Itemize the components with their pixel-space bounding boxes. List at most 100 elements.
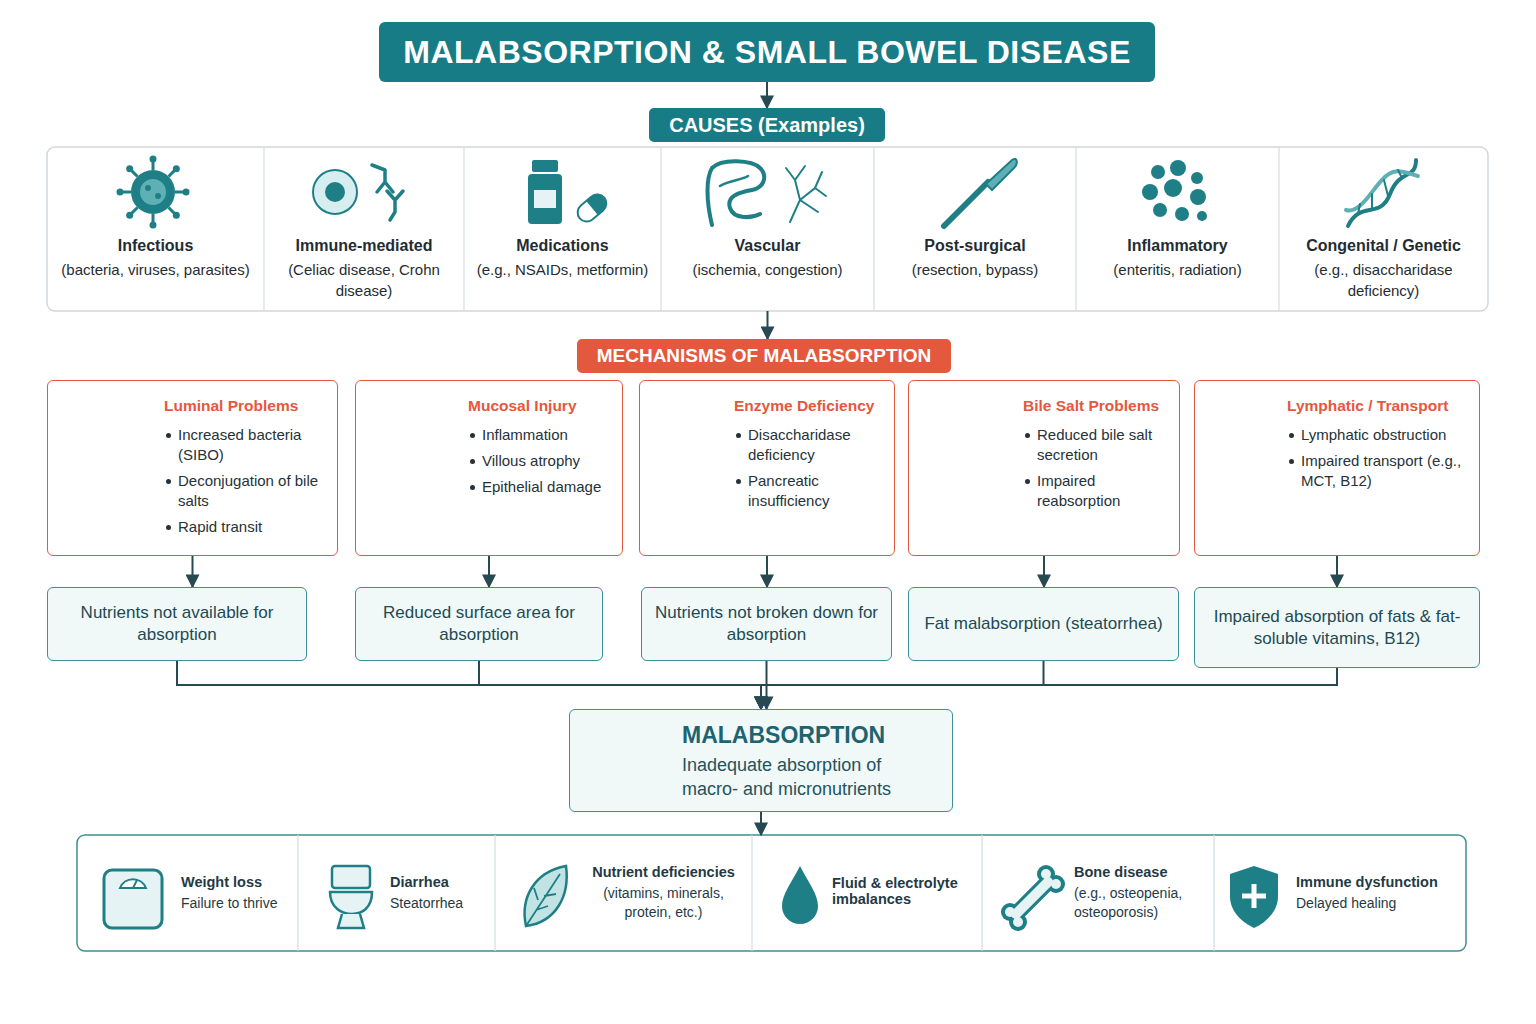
- node-heading: Luminal Problems: [164, 397, 329, 415]
- node-heading: Impaired absorption of fats & fat-solubl…: [1205, 606, 1469, 650]
- node-body-text: Increased bacteria (SIBO): [164, 425, 329, 465]
- connector-arrow: [488, 556, 490, 587]
- node-heading: Post-surgical: [882, 237, 1068, 255]
- inflammation-dots-icon: [1142, 160, 1207, 221]
- inflammation-dots-icon-part: [1175, 207, 1189, 221]
- consequence-cell: Immune dysfunctionDelayed healing: [1214, 835, 1466, 951]
- node-body-text: Impaired reabsorption: [1023, 471, 1171, 511]
- bone-icon-part: [1051, 879, 1061, 889]
- inflammation-dots-icon-part: [1164, 179, 1182, 197]
- node-body-text: (vitamins, minerals, protein, etc.): [581, 884, 746, 922]
- medication-icon-part: [534, 190, 556, 208]
- node-heading: Inflammatory: [1084, 237, 1271, 255]
- vascular-intestine-icon-part: [720, 176, 748, 186]
- dna-icon-part-part: [1371, 194, 1373, 208]
- node-heading: Nutrients not available for absorption: [58, 602, 296, 646]
- leaf-icon-part: [525, 866, 567, 926]
- cause-cell: Inflammatory (enteritis, radiation): [1076, 147, 1279, 311]
- node-heading: Immune-mediated: [272, 237, 456, 255]
- scale-icon: [104, 870, 162, 928]
- consequences-panel-part-part: [981, 835, 982, 951]
- outcome-box: Reduced surface area for absorption: [355, 587, 603, 661]
- causes-panel-part-part: [463, 147, 464, 311]
- virus-icon-part: [126, 165, 133, 172]
- node-heading: Weight loss: [181, 874, 292, 890]
- dna-icon-part-part: [1358, 204, 1360, 214]
- node-body-text: (e.g., disaccharidase deficiency): [1287, 259, 1480, 301]
- node-heading: Fat malabsorption (steatorrhea): [919, 613, 1168, 635]
- cause-cell: Infectious(bacteria, viruses, parasites): [47, 147, 264, 311]
- shield-icon: [1230, 866, 1278, 928]
- cause-cell: Medications(e.g., NSAIDs, metformin): [464, 147, 661, 311]
- bone-icon-part: [1041, 869, 1051, 879]
- inflammation-dots-icon-part: [1142, 184, 1158, 200]
- bone-icon-part: [1013, 917, 1023, 927]
- node-body-text: Failure to thrive: [181, 894, 292, 913]
- bone-icon-part: [1016, 882, 1048, 914]
- scale-icon-part: [133, 880, 137, 888]
- consequence-cell: Weight lossFailure to thrive: [77, 835, 298, 951]
- consequences-panel-part-part: [297, 835, 298, 951]
- node-body-text: Epithelial damage: [468, 477, 614, 497]
- dna-icon: [1346, 160, 1418, 226]
- toilet-icon-part: [330, 892, 372, 914]
- scalpel-icon-part: [944, 182, 988, 226]
- consequence-cell: Fluid & electrolyte imbalances: [752, 835, 982, 951]
- mechanism-box: Bile Salt ProblemsReduced bile salt secr…: [908, 380, 1180, 556]
- consequences-panel-part-part: [494, 835, 495, 951]
- virus-icon-part: [150, 222, 157, 229]
- scalpel-icon-part: [986, 159, 1017, 190]
- outcome-box: Fat malabsorption (steatorrhea): [908, 587, 1179, 661]
- medication-icon-part: [574, 191, 610, 225]
- node-heading: Nutrient deficiencies: [581, 864, 746, 880]
- connector-arrow: [1336, 556, 1338, 587]
- node-body-text: Lymphatic obstruction: [1287, 425, 1471, 445]
- mechanism-box: Luminal ProblemsIncreased bacteria (SIBO…: [47, 380, 338, 556]
- medication-icon-part: [532, 160, 558, 172]
- connector-arrow: [760, 812, 762, 835]
- causes-panel-part-part: [1075, 147, 1076, 311]
- node-heading: Diarrhea: [390, 874, 489, 890]
- cause-cell: Immune-mediated(Celiac disease, Crohn di…: [264, 147, 464, 311]
- virus-icon-part: [173, 212, 180, 219]
- central-box: MALABSORPTIONInadequate absorption of ma…: [569, 709, 953, 812]
- medication-icon-part: [528, 174, 562, 224]
- immune-cell-icon-part: [325, 182, 345, 202]
- inflammation-dots-icon-part: [1191, 172, 1203, 184]
- causes-panel-part-part: [873, 147, 874, 311]
- immune-cell-icon-part: [313, 170, 357, 214]
- virus-icon-part: [131, 170, 175, 214]
- virus-icon: [117, 156, 190, 229]
- virus-icon-part: [155, 193, 161, 199]
- node-body-text: Steatorrhea: [390, 894, 489, 913]
- consequence-cell: Bone disease(e.g., osteopenia, osteoporo…: [982, 835, 1214, 951]
- vascular-intestine-icon: [708, 161, 827, 225]
- scalpel-icon: [944, 159, 1017, 226]
- node-heading: Congenital / Genetic: [1287, 237, 1480, 255]
- causes-panel-part-part: [660, 147, 661, 311]
- node-heading: Vascular: [669, 237, 866, 255]
- mechanism-box: Lymphatic / TransportLymphatic obstructi…: [1194, 380, 1480, 556]
- inflammation-dots-icon-part: [1190, 189, 1206, 205]
- inflammation-dots-icon-part: [1197, 211, 1207, 221]
- node-body-text: Delayed healing: [1296, 894, 1460, 913]
- causes-panel-part: [47, 147, 1488, 311]
- cause-cell: Vascular(ischemia, congestion): [661, 147, 874, 311]
- connector-arrow: [766, 82, 768, 108]
- virus-icon-part: [150, 156, 157, 163]
- connector-arrow: [479, 661, 761, 709]
- mechanism-box: Enzyme DeficiencyDisaccharidase deficien…: [639, 380, 895, 556]
- node-body-text: Reduced bile salt secretion: [1023, 425, 1171, 465]
- virus-icon-part: [126, 212, 133, 219]
- shield-icon-part: [1230, 866, 1278, 928]
- dna-icon-part: [1348, 160, 1416, 226]
- virus-icon-part: [173, 165, 180, 172]
- medication-icon-part-part: [586, 191, 610, 215]
- node-body-text: Rapid transit: [164, 517, 329, 537]
- connector-arrow: [192, 556, 194, 587]
- node-body-text: (enteritis, radiation): [1084, 259, 1271, 280]
- node-body-text: Pancreatic insufficiency: [734, 471, 886, 511]
- node-heading: Bone disease: [1074, 864, 1208, 880]
- causes-panel-part: [264, 147, 1279, 311]
